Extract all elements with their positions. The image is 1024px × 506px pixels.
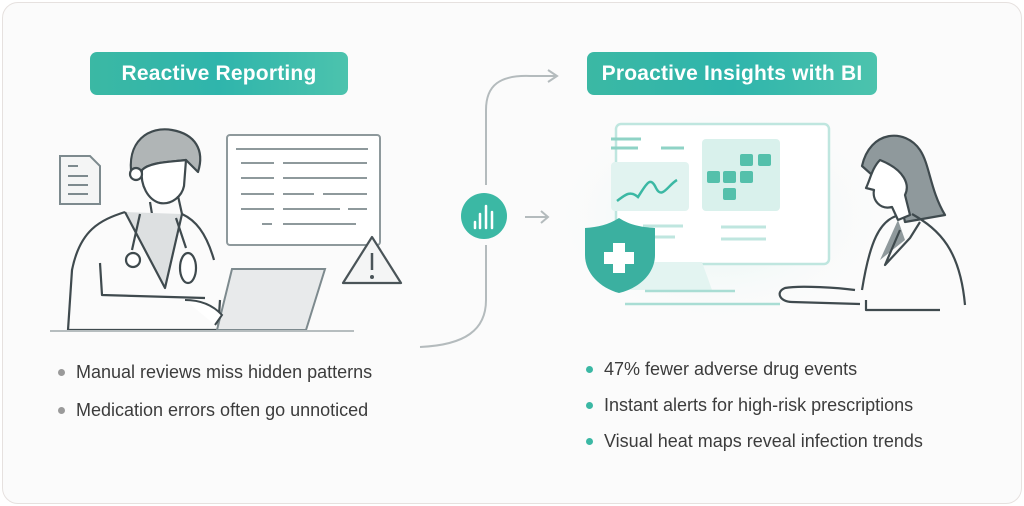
reactive-reporting-heading: Reactive Reporting [90,52,348,95]
bullet-text: Medication errors often go unnoticed [76,399,369,420]
reactive-bullets: Manual reviews miss hidden patterns Medi… [58,353,372,429]
laptop [50,268,354,332]
list-item: Medication errors often go unnoticed [58,391,372,429]
proactive-bullets: 47% fewer adverse drug events Instant al… [586,351,923,459]
bullet-dot [58,368,65,376]
list-item: 47% fewer adverse drug events [586,351,923,387]
warning-icon [341,235,403,285]
bullet-dot [586,365,593,373]
shield-plus-icon [585,218,655,293]
analytics-icon [461,193,507,239]
list-item: Visual heat maps reveal infection trends [586,423,923,459]
list-item: Instant alerts for high-risk prescriptio… [586,387,923,423]
report-panel [226,134,381,246]
flow-connector [419,69,559,348]
doctor-male-figure [66,128,222,332]
bullet-dot [586,401,593,409]
bullet-text: 47% fewer adverse drug events [604,358,858,379]
proactive-insights-heading: Proactive Insights with BI [587,52,877,95]
bullet-text: Manual reviews miss hidden patterns [76,361,373,382]
bullet-text: Instant alerts for high-risk prescriptio… [604,394,914,415]
doctor-female-figure [778,134,967,312]
list-item: Manual reviews miss hidden patterns [58,353,372,391]
bullet-dot [58,406,65,414]
bullet-dot [586,437,593,445]
document-icon [59,155,101,205]
bullet-text: Visual heat maps reveal infection trends [604,430,923,451]
